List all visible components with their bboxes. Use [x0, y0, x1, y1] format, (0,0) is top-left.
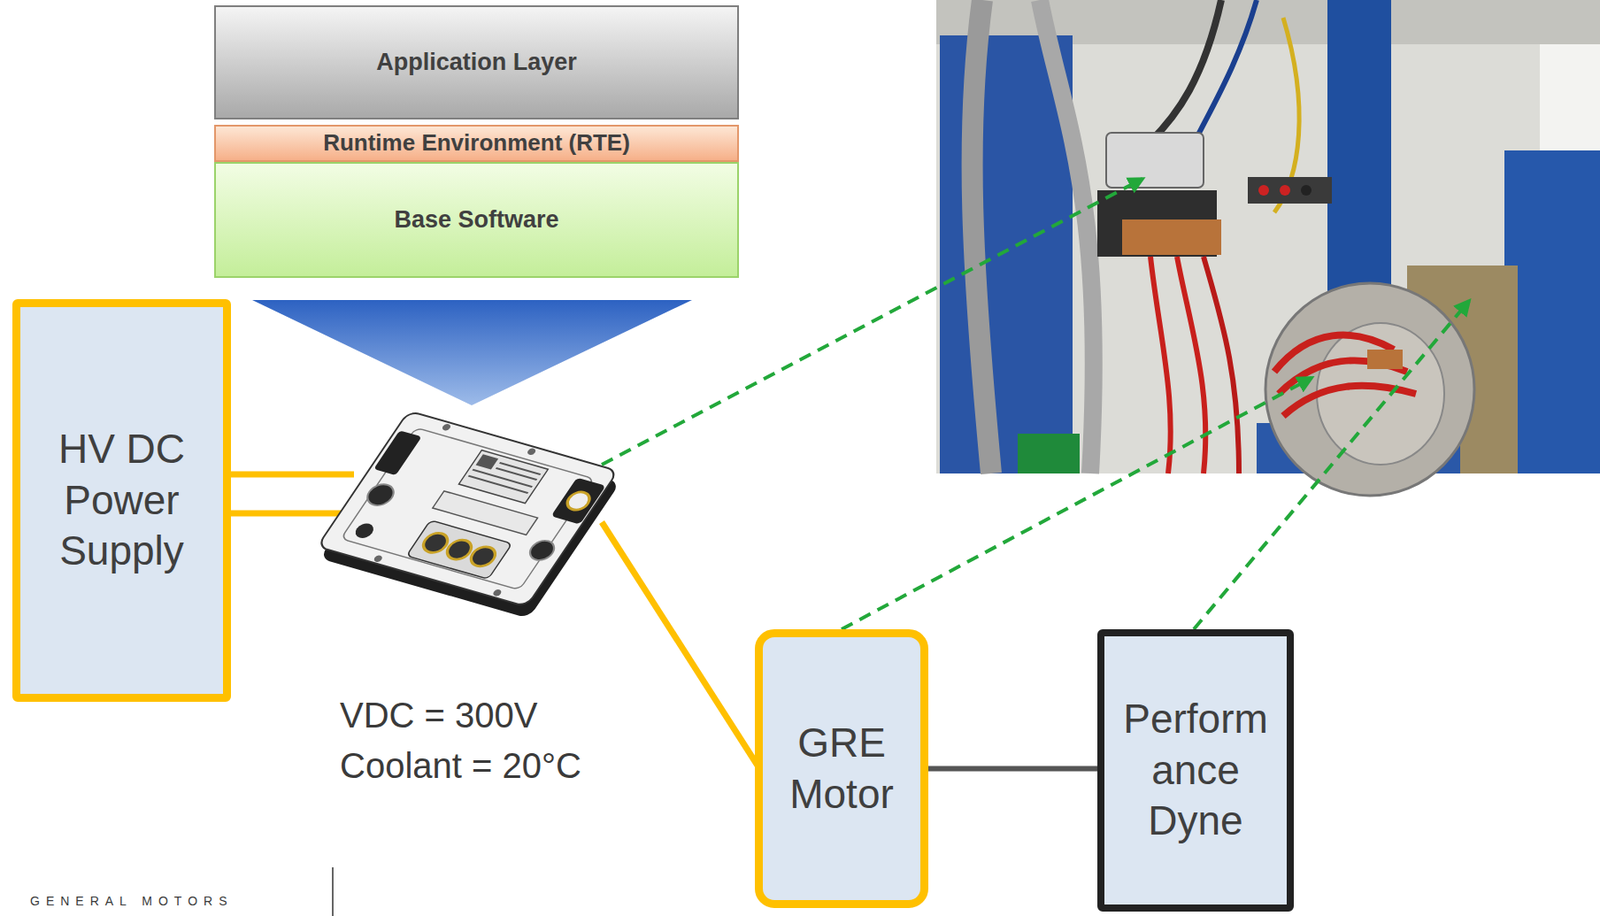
terminal	[1258, 184, 1270, 196]
bus-bar	[1122, 219, 1222, 255]
power-supply-box: HV DC Power Supply	[12, 299, 231, 702]
blue-cabinet	[939, 35, 1073, 474]
software-layer: Runtime Environment (RTE)	[214, 124, 739, 162]
motor-body	[1265, 283, 1475, 496]
inverter-label	[500, 462, 541, 475]
node-text: Base Software	[393, 206, 559, 234]
node-text: GRE Motor	[771, 717, 912, 820]
photo-pointer	[1193, 300, 1470, 630]
dyne-box: Perform ance Dyne	[1097, 629, 1294, 912]
bolt	[525, 447, 537, 456]
node-text: HV DC Power Supply	[29, 423, 215, 577]
hv-terminal	[563, 489, 594, 512]
inverter-label	[476, 453, 500, 470]
inverter-on-stand	[1106, 132, 1204, 188]
logo-divider	[331, 867, 334, 916]
red-cable	[1203, 256, 1239, 474]
coolant-port	[525, 538, 559, 563]
phase-terminal	[466, 544, 500, 570]
software-layer: Base Software	[214, 161, 739, 278]
hv-wire	[228, 471, 354, 478]
inverter-body	[316, 410, 618, 607]
cable	[1194, 0, 1257, 142]
test-cell-photo	[936, 0, 1600, 496]
coolant-port	[362, 481, 399, 508]
inverter-label	[472, 469, 532, 487]
terminal-lug	[1367, 349, 1403, 370]
terminal	[1300, 184, 1312, 196]
phase-wire	[601, 522, 760, 769]
terminal	[1279, 184, 1291, 196]
company-logo: GENERAL MOTORS	[30, 893, 233, 908]
software-layer: Application Layer	[214, 5, 739, 120]
bolt	[492, 588, 503, 597]
hv-connector	[551, 477, 607, 525]
terminal-block	[1247, 176, 1332, 204]
cable	[1150, 0, 1222, 142]
bin	[1017, 433, 1080, 474]
hv-wire	[228, 510, 354, 517]
phase-connector	[406, 520, 512, 580]
deploy-triangle	[252, 300, 693, 406]
coolant-hose	[1039, 0, 1094, 474]
node-text: Runtime Environment (RTE)	[323, 130, 631, 157]
node-text: Application Layer	[376, 48, 577, 77]
motor-box: GRE Motor	[754, 629, 929, 908]
blue-panel	[1327, 0, 1392, 293]
coolant-hose	[972, 0, 992, 474]
photo-pointer	[841, 377, 1312, 630]
node-text: Perform ance Dyne	[1113, 693, 1278, 847]
bolt	[440, 423, 452, 431]
inverter-illustration	[310, 410, 627, 618]
coolant-note: Coolant = 20°C	[339, 746, 582, 786]
coolant-port	[352, 521, 377, 540]
connector-line	[928, 766, 1098, 772]
blue-cabinet	[1504, 150, 1600, 474]
voltage-note: VDC = 300V	[339, 695, 538, 736]
inverter-label	[468, 476, 528, 493]
red-cable	[1150, 256, 1171, 474]
inverter-label	[458, 450, 548, 504]
bolt	[372, 554, 384, 563]
signal-connector	[373, 430, 422, 476]
